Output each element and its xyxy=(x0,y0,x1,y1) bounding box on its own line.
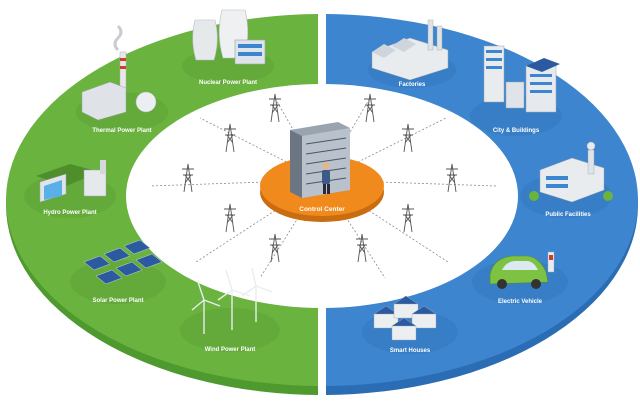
smart-houses-icon xyxy=(373,295,437,341)
pylon-icon xyxy=(224,123,236,153)
source-solar: Solar Power Plant xyxy=(70,239,166,304)
solar-panels-icon xyxy=(83,239,163,285)
pylon-icon xyxy=(269,93,281,123)
consumer-city: City & Buildings xyxy=(470,45,562,136)
consumer-houses: Smart Houses xyxy=(362,295,458,354)
pylon-icon xyxy=(224,203,236,233)
consumer-public: Public Facilities xyxy=(520,141,613,218)
consumer-houses-label: Smart Houses xyxy=(390,348,431,354)
pylon-icon xyxy=(402,123,414,153)
nuclear-plant-icon xyxy=(192,9,266,65)
consumer-factories-label: Factories xyxy=(399,82,426,88)
pylon-icon xyxy=(269,233,281,263)
city-buildings-icon xyxy=(483,45,560,113)
pylon-icon xyxy=(402,203,414,233)
hydro-dam-icon xyxy=(36,160,107,203)
pylon-icon xyxy=(356,233,368,263)
control-center-label: Control Center xyxy=(299,206,345,213)
source-thermal: Thermal Power Plant xyxy=(76,24,168,134)
pylon-icon xyxy=(446,163,458,193)
source-wind-label: Wind Power Plant xyxy=(205,347,256,353)
source-hydro: Hydro Power Plant xyxy=(24,160,116,218)
consumer-city-label: City & Buildings xyxy=(493,128,540,134)
pylon-icon xyxy=(364,93,376,123)
thermal-plant-icon xyxy=(81,24,157,121)
pylon-icons xyxy=(182,93,458,263)
source-wind: Wind Power Plant xyxy=(180,267,280,353)
source-solar-label: Solar Power Plant xyxy=(92,298,143,304)
consumer-ev-label: Electric Vehicle xyxy=(498,299,543,305)
consumer-public-label: Public Facilities xyxy=(545,212,591,218)
operator-icon xyxy=(322,162,330,194)
consumer-ev: Electric Vehicle xyxy=(472,251,568,305)
electric-car-icon xyxy=(489,251,555,289)
source-nuclear-label: Nuclear Power Plant xyxy=(199,80,257,86)
server-rack-icon xyxy=(290,122,350,198)
control-center: Control Center xyxy=(260,122,384,222)
pylon-icon xyxy=(182,163,194,193)
source-hydro-label: Hydro Power Plant xyxy=(43,210,96,216)
factory-icon xyxy=(371,19,449,81)
consumer-factories: Factories xyxy=(368,19,456,88)
source-nuclear: Nuclear Power Plant xyxy=(182,9,274,86)
public-facilities-icon xyxy=(529,141,613,203)
source-thermal-label: Thermal Power Plant xyxy=(92,128,151,134)
wind-turbines-icon xyxy=(191,267,273,334)
